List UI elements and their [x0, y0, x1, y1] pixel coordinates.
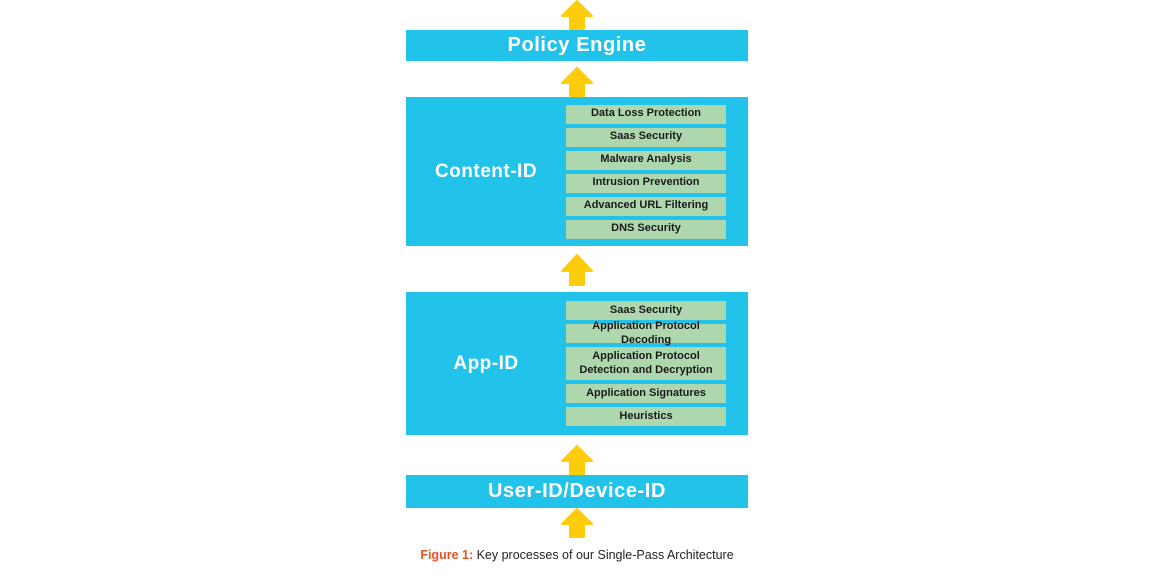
list-item: DNS Security	[566, 219, 726, 239]
stage-label-policy-engine: Policy Engine	[507, 34, 647, 56]
stage-content-id: Content-ID Data Loss Protection Saas Sec…	[406, 97, 748, 246]
figure-caption-text: Key processes of our Single-Pass Archite…	[473, 548, 734, 562]
stage-label-user-id-device-id: User-ID/Device-ID	[487, 480, 667, 502]
list-item: Saas Security	[566, 301, 726, 320]
app-id-item-list: Saas Security Application Protocol Decod…	[566, 301, 737, 426]
stage-user-id-device-id: User-ID/Device-ID	[406, 475, 748, 508]
list-item: Advanced URL Filtering	[566, 196, 726, 216]
figure-caption: Figure 1: Key processes of our Single-Pa…	[406, 538, 748, 562]
list-item: Application Signatures	[566, 384, 726, 403]
list-item: Application Protocol Decoding	[566, 320, 726, 346]
arrow-up-icon	[406, 0, 748, 30]
content-id-item-list: Data Loss Protection Saas Security Malwa…	[566, 104, 737, 239]
arrow-up-icon	[406, 254, 748, 292]
single-pass-architecture-diagram: Policy Engine Content-ID Data Loss Prote…	[406, 0, 748, 588]
list-item: Application Protocol Detection and Decry…	[566, 347, 726, 380]
stage-label-content-id: Content-ID	[434, 160, 538, 182]
figure-caption-label: Figure 1:	[420, 548, 474, 562]
list-item: Heuristics	[566, 407, 726, 426]
arrow-up-icon	[406, 508, 748, 538]
stage-policy-engine: Policy Engine	[406, 30, 748, 61]
list-item: Saas Security	[566, 127, 726, 147]
stage-app-id: App-ID Saas Security Application Protoco…	[406, 292, 748, 435]
list-item: Data Loss Protection	[566, 104, 726, 124]
arrow-up-icon	[406, 445, 748, 475]
arrow-up-icon	[406, 67, 748, 97]
stage-label-app-id: App-ID	[453, 352, 519, 374]
list-item: Intrusion Prevention	[566, 173, 726, 193]
list-item: Malware Analysis	[566, 150, 726, 170]
